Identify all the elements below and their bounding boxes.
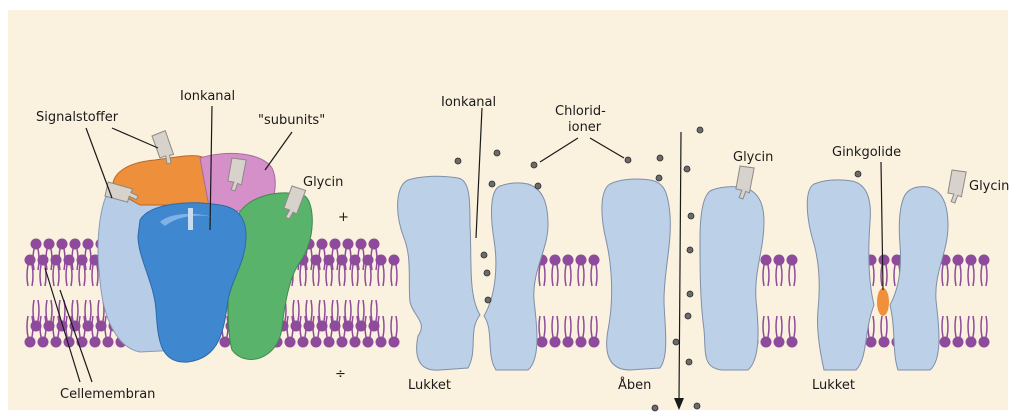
label-glycin: Glycin	[733, 150, 773, 165]
chloride-ion	[656, 175, 662, 181]
label-signalstoffer: Signalstoffer	[36, 110, 119, 125]
chloride-ion	[657, 155, 663, 161]
label-ionkanal: Ionkanal	[180, 89, 235, 104]
label-subunits: "subunits"	[258, 113, 325, 128]
chloride-ion	[485, 297, 491, 303]
chloride-ion	[684, 166, 690, 172]
label-ioner: ioner	[568, 120, 602, 135]
label-lukket: Lukket	[812, 378, 855, 393]
channel-half-left	[602, 179, 670, 370]
chloride-ion	[625, 157, 631, 163]
label-glycin: Glycin	[969, 179, 1009, 194]
chloride-ion	[531, 162, 537, 168]
chloride-ion	[688, 213, 694, 219]
chloride-ion	[673, 339, 679, 345]
chloride-ion	[535, 183, 541, 189]
label-minus: ÷	[335, 367, 346, 382]
chloride-ion	[685, 313, 691, 319]
label-ionkanal: Ionkanal	[441, 95, 496, 110]
chloride-ion	[687, 247, 693, 253]
label-lukket: Lukket	[408, 378, 451, 393]
chloride-ion	[687, 291, 693, 297]
label-cellemembran: Cellemembran	[60, 387, 155, 402]
label-plus: +	[338, 210, 349, 225]
chloride-ion	[694, 403, 700, 409]
label-aaben: Åben	[618, 377, 651, 393]
chloride-ion	[855, 171, 861, 177]
chloride-ion	[494, 150, 500, 156]
chloride-ion	[484, 270, 490, 276]
ginkgolide-blocker	[877, 288, 889, 316]
chloride-ion	[455, 158, 461, 164]
channel-half-right	[700, 187, 764, 370]
chloride-ion	[686, 359, 692, 365]
label-ginkgolide: Ginkgolide	[832, 145, 901, 160]
label-glycin: Glycin	[303, 175, 343, 190]
pore-marker	[188, 208, 193, 230]
chloride-ion	[489, 181, 495, 187]
label-chlorid: Chlorid-	[555, 104, 606, 119]
chloride-ion	[697, 127, 703, 133]
chloride-ion	[481, 252, 487, 258]
chloride-ion	[652, 405, 658, 411]
